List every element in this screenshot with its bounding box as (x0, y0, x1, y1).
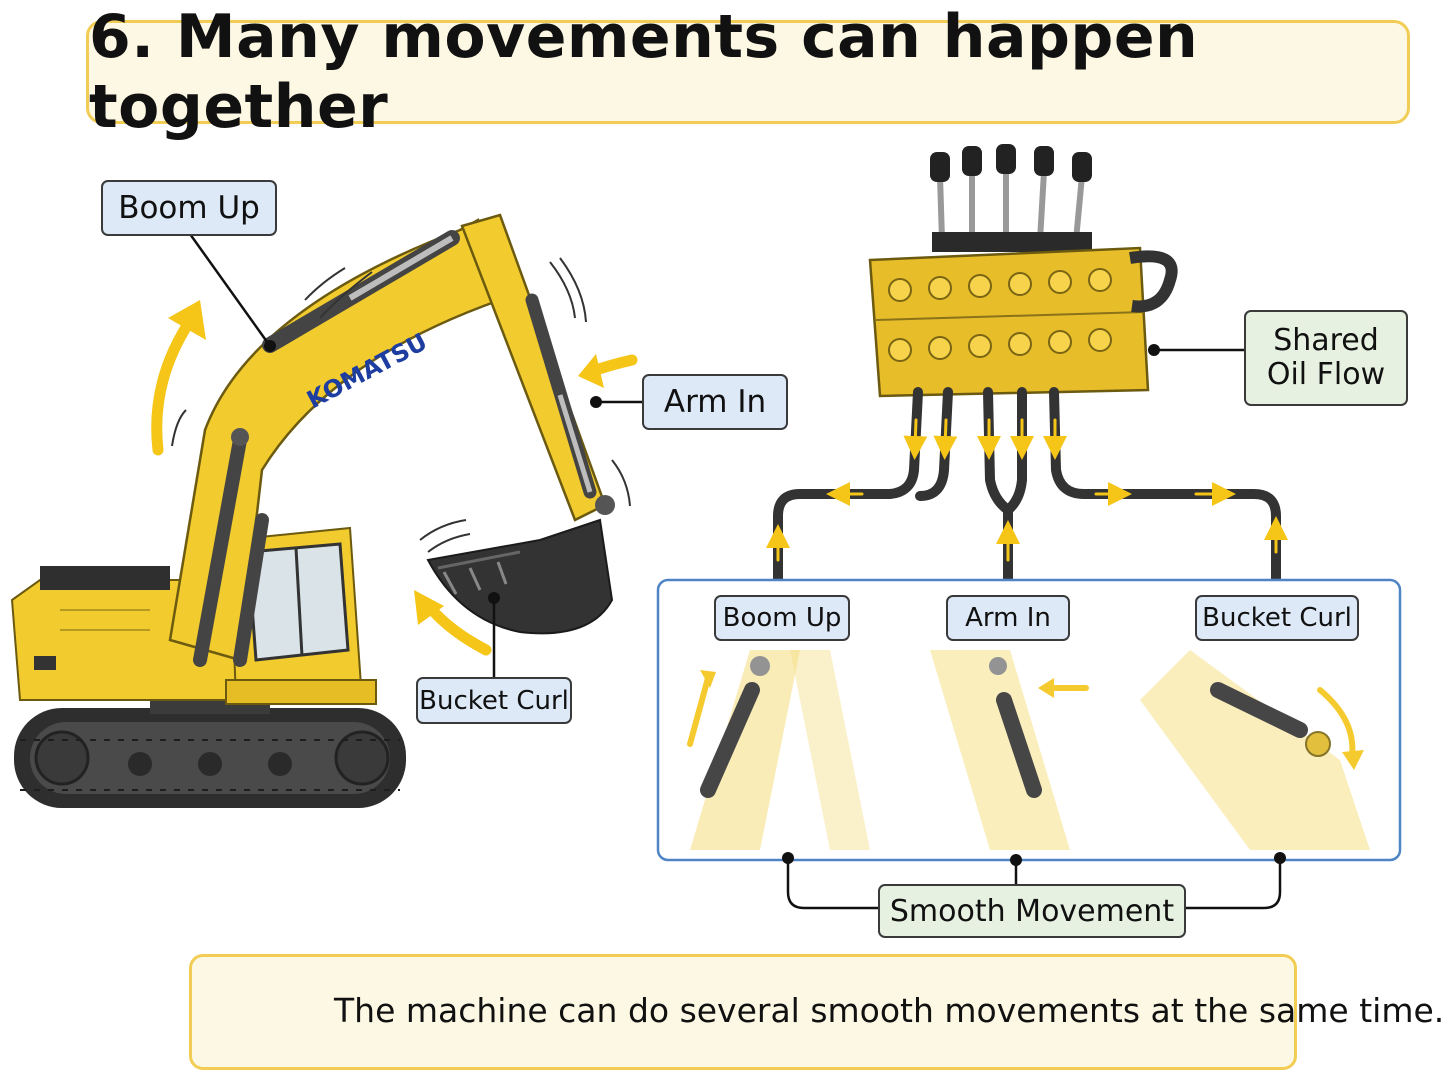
boom-up-thumbnail (687, 650, 870, 850)
title-banner: 6. Many movements can happen together (86, 2, 1410, 142)
panel-label-arm-in: Arm In (946, 595, 1070, 641)
tip-box: The machine can do several smooth moveme… (189, 954, 1444, 1070)
boom-up-arrow (151, 312, 198, 456)
valve-levers (930, 144, 1092, 252)
label-boom-up: Boom Up (101, 180, 277, 236)
page-title: 6. Many movements can happen together (89, 2, 1199, 142)
tip-text: The machine can do several smooth moveme… (334, 991, 1445, 1030)
label-smooth-movement: Smooth Movement (878, 884, 1186, 938)
excavator-tracks (14, 708, 406, 808)
movement-panel (656, 578, 1402, 862)
panel-label-boom-up: Boom Up (714, 595, 850, 641)
arm-in-thumbnail (930, 650, 1089, 850)
excavator-illustration: KOMATSU (10, 213, 642, 808)
excavator-bucket (426, 518, 614, 635)
control-valve (868, 144, 1244, 398)
panel-label-bucket-curl: Bucket Curl (1195, 595, 1359, 641)
label-arm-in: Arm In (642, 374, 788, 430)
excavator-arm (460, 213, 615, 522)
label-bucket-curl: Bucket Curl (416, 677, 572, 724)
boom-up-leader (188, 233, 272, 347)
oil-hoses (766, 387, 1288, 601)
bucket-curl-thumbnail (1140, 650, 1370, 850)
